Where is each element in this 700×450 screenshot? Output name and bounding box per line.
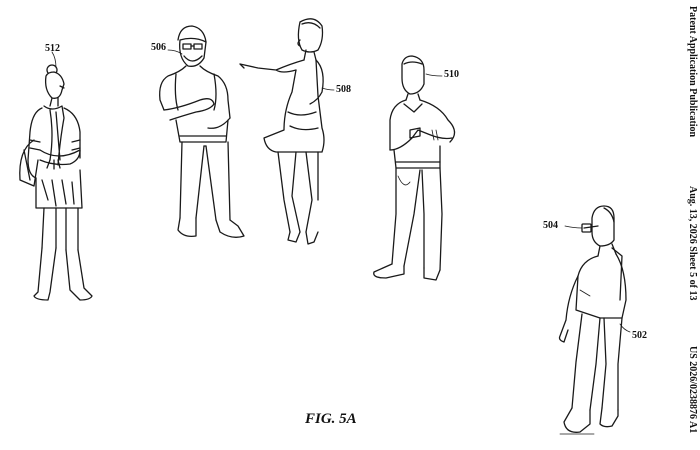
ref-numeral-510: 510 (444, 69, 459, 80)
leader-502 (619, 323, 631, 333)
person-512-drawing (19, 64, 93, 301)
person-510-drawing (373, 55, 456, 281)
person-508-drawing (239, 18, 325, 245)
ref-numeral-512: 512 (45, 43, 60, 54)
header-date-sheet: Aug. 13, 2026 Sheet 5 of 13 (687, 186, 698, 301)
ref-numeral-506: 506 (151, 42, 166, 53)
leader-512 (51, 51, 57, 69)
header-pub-number: US 2026/0238876 A1 (687, 346, 698, 434)
figure-caption: FIG. 5A (305, 411, 357, 427)
header-publication-type: Patent Application Publication (687, 6, 698, 138)
leader-510 (425, 73, 443, 77)
ref-numeral-504: 504 (543, 220, 558, 231)
person-502-drawing (558, 205, 627, 435)
ref-numeral-508: 508 (336, 84, 351, 95)
patent-header: Patent Application Publication Aug. 13, … (684, 0, 698, 450)
ref-numeral-502: 502 (632, 330, 647, 341)
leader-506 (167, 49, 183, 55)
leader-508 (321, 87, 335, 91)
person-506-drawing (159, 25, 245, 238)
leader-504 (564, 225, 583, 229)
